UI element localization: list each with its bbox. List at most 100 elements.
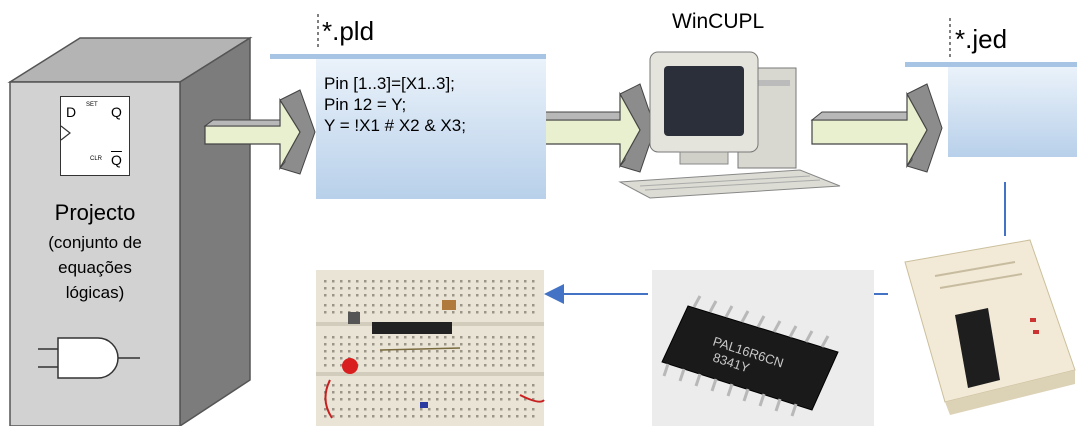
breadboard-hole <box>452 280 455 283</box>
breadboard-hole <box>356 408 359 411</box>
breadboard-hole <box>412 311 415 314</box>
breadboard-hole <box>468 336 471 339</box>
breadboard-hole <box>532 384 535 387</box>
breadboard-hole <box>420 280 423 283</box>
breadboard-hole <box>484 350 487 353</box>
breadboard-hole <box>340 408 343 411</box>
breadboard-hole <box>332 415 335 418</box>
breadboard-hole <box>476 280 479 283</box>
breadboard-hole <box>340 294 343 297</box>
breadboard-hole <box>532 398 535 401</box>
breadboard-hole <box>460 391 463 394</box>
breadboard-hole <box>372 391 375 394</box>
breadboard-hole <box>372 311 375 314</box>
breadboard-hole <box>348 280 351 283</box>
breadboard-hole <box>420 364 423 367</box>
breadboard-hole <box>492 311 495 314</box>
breadboard-hole <box>412 304 415 307</box>
breadboard-hole <box>364 415 367 418</box>
breadboard-hole <box>492 391 495 394</box>
jed-file-body <box>948 67 1077 157</box>
breadboard-hole <box>468 364 471 367</box>
breadboard-hole <box>524 350 527 353</box>
breadboard-hole <box>404 384 407 387</box>
breadboard-hole <box>404 398 407 401</box>
breadboard-hole <box>340 350 343 353</box>
breadboard-hole <box>508 357 511 360</box>
breadboard-hole <box>460 304 463 307</box>
breadboard-hole <box>388 408 391 411</box>
breadboard-hole <box>372 398 375 401</box>
breadboard-hole <box>356 398 359 401</box>
breadboard-hole <box>492 343 495 346</box>
breadboard-hole <box>324 280 327 283</box>
project-desc-line2: equações <box>58 258 132 277</box>
breadboard-hole <box>532 415 535 418</box>
breadboard-hole <box>332 336 335 339</box>
breadboard-hole <box>508 384 511 387</box>
breadboard-hole <box>476 408 479 411</box>
arrow-pld-to-winCUPL <box>528 83 656 173</box>
breadboard-hole <box>500 287 503 290</box>
flipflop-qbar-label: Q <box>111 152 122 168</box>
breadboard-hole <box>476 304 479 307</box>
breadboard-hole <box>372 343 375 346</box>
breadboard-hole <box>348 398 351 401</box>
breadboard-hole <box>532 357 535 360</box>
breadboard-hole <box>460 350 463 353</box>
breadboard-hole <box>460 415 463 418</box>
breadboard-hole <box>452 350 455 353</box>
breadboard-hole <box>452 294 455 297</box>
breadboard-hole <box>340 311 343 314</box>
breadboard-hole <box>532 343 535 346</box>
flipflop-q-label: Q <box>111 104 122 120</box>
breadboard-hole <box>372 415 375 418</box>
breadboard-hole <box>372 294 375 297</box>
breadboard-hole <box>524 384 527 387</box>
breadboard-hole <box>452 287 455 290</box>
breadboard-hole <box>532 408 535 411</box>
breadboard-hole <box>332 357 335 360</box>
breadboard-hole <box>388 280 391 283</box>
breadboard-hole <box>524 408 527 411</box>
breadboard-hole <box>356 294 359 297</box>
breadboard-hole <box>468 350 471 353</box>
breadboard-hole <box>452 343 455 346</box>
breadboard-hole <box>388 350 391 353</box>
breadboard-hole <box>436 408 439 411</box>
breadboard-hole <box>388 415 391 418</box>
breadboard-hole <box>500 364 503 367</box>
breadboard-hole <box>340 336 343 339</box>
breadboard-hole <box>524 415 527 418</box>
breadboard-hole <box>380 294 383 297</box>
breadboard-hole <box>412 408 415 411</box>
breadboard-hole <box>404 311 407 314</box>
breadboard-hole <box>332 311 335 314</box>
breadboard-hole <box>420 311 423 314</box>
breadboard-hole <box>372 408 375 411</box>
breadboard-hole <box>436 280 439 283</box>
breadboard-hole <box>492 364 495 367</box>
breadboard-hole <box>476 398 479 401</box>
breadboard-hole <box>412 391 415 394</box>
breadboard-hole <box>452 415 455 418</box>
breadboard-hole <box>372 364 375 367</box>
breadboard-hole <box>500 294 503 297</box>
breadboard-hole <box>524 398 527 401</box>
breadboard-hole <box>372 336 375 339</box>
breadboard-hole <box>484 384 487 387</box>
breadboard-hole <box>484 336 487 339</box>
breadboard-hole <box>404 287 407 290</box>
breadboard-hole <box>508 311 511 314</box>
breadboard-hole <box>420 343 423 346</box>
breadboard-hole <box>452 336 455 339</box>
breadboard-hole <box>348 415 351 418</box>
breadboard-hole <box>436 357 439 360</box>
breadboard-hole <box>468 391 471 394</box>
breadboard-hole <box>484 343 487 346</box>
breadboard-hole <box>436 364 439 367</box>
breadboard-hole <box>396 350 399 353</box>
breadboard-hole <box>356 304 359 307</box>
breadboard-hole <box>404 280 407 283</box>
